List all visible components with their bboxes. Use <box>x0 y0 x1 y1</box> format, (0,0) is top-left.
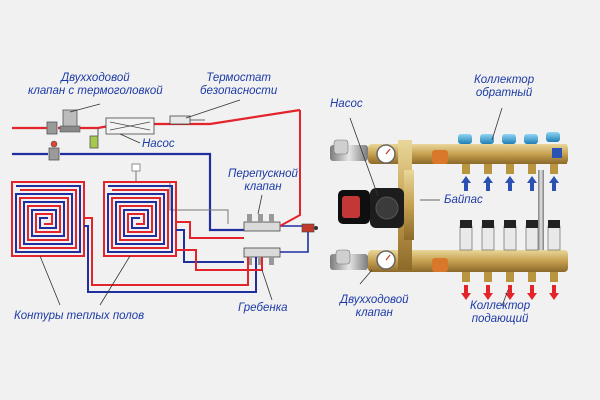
label-two-way-valve: Двухходовой клапан <box>340 294 409 320</box>
label-pump-left: Насос <box>142 138 175 151</box>
label-manifold-left: Гребенка <box>238 302 288 315</box>
supply-collector-bar <box>330 220 568 282</box>
leader-lines-right <box>349 107 509 307</box>
label-line: Коллектор <box>474 74 535 86</box>
label-line: подающий <box>471 313 529 325</box>
end-valves <box>333 139 351 265</box>
label-safety-thermostat: Термостат безопасности <box>200 72 277 98</box>
label-line: Насос <box>330 98 363 110</box>
label-line: Двухходовой <box>61 72 130 84</box>
floor-circuit-1 <box>11 181 257 293</box>
bypass-valve-symbol <box>280 223 318 253</box>
label-line: Контуры теплых полов <box>14 310 145 322</box>
leader-lines-left <box>39 99 273 306</box>
return-collector-caps <box>458 132 560 144</box>
label-line: обратный <box>475 87 533 99</box>
pump-body-right <box>338 170 414 240</box>
label-line: клапан <box>244 181 282 193</box>
supply-flow-arrows <box>461 285 559 300</box>
safety-thermostat-symbol <box>169 115 205 125</box>
label-line: клапан с термоголовкой <box>28 85 163 97</box>
label-two-way-valve-thermohead: Двухходовой клапан с термоголовкой <box>28 72 163 98</box>
label-pump-right: Насос <box>330 98 363 111</box>
left-schematic <box>11 99 318 306</box>
thermohead-valve-symbol <box>46 109 81 135</box>
return-flow-arrows <box>461 176 559 191</box>
label-bypass: Байпас <box>444 194 483 207</box>
label-line: Перепускной <box>228 168 298 180</box>
label-line: Байпас <box>444 194 483 206</box>
label-line: безопасности <box>200 85 278 97</box>
label-line: Насос <box>142 138 175 150</box>
label-line: Коллектор <box>470 300 531 312</box>
return-valve-symbol <box>48 140 60 161</box>
label-supply-collector: Коллектор подающий <box>470 300 530 326</box>
pump-symbol-left <box>89 117 155 149</box>
bypass-tube <box>538 170 544 250</box>
label-return-collector: Коллектор обратный <box>474 74 534 100</box>
label-bypass-valve: Перепускной клапан <box>228 168 298 194</box>
right-manifold-illustration <box>330 107 568 307</box>
label-line: клапан <box>355 307 393 319</box>
floor-circuit-2 <box>103 181 263 271</box>
return-collector-bar <box>330 132 568 174</box>
label-line: Двухходовой <box>340 294 409 306</box>
pressure-gauges <box>376 144 396 270</box>
label-floor-circuits: Контуры теплых полов <box>14 310 144 323</box>
label-line: Термостат <box>206 72 272 84</box>
label-line: Гребенка <box>238 302 288 314</box>
return-main-pipe <box>12 152 244 232</box>
supply-flow-meters <box>459 220 561 251</box>
